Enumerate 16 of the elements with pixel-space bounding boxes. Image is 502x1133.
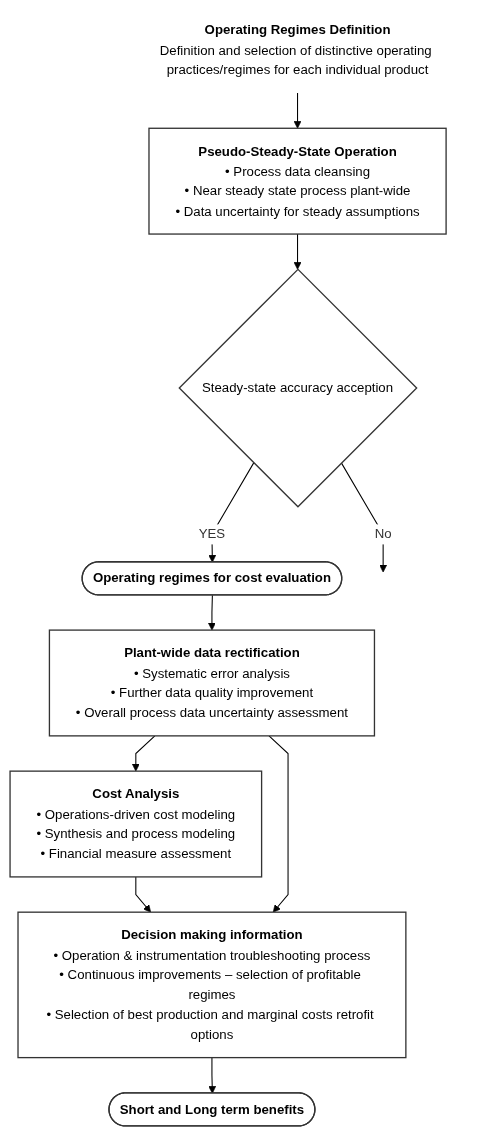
arrow: [293, 233, 302, 270]
node-diamond: Steady-state accuracy acception: [178, 268, 418, 508]
arrow: [293, 92, 302, 129]
arrow: [208, 594, 217, 631]
node-box: Plant-wide data rectification • Systematic error analysis • Further data quality improvement • Overall process data uncertainty assessment: [49, 629, 376, 737]
node-box: Pseudo-Steady-State Operation • Process data cleansing • Near steady state process plant-wide • Data uncertainty for steady assumptions: [148, 127, 447, 235]
node-box: Decision making information • Operation & instrumentation troubleshooting process • Continuous improvements – selection of profitable regimes • Selection of best production and marginal costs retrofit options: [17, 911, 407, 1059]
arrow: [208, 1057, 217, 1094]
edge-label: No: [374, 526, 392, 542]
node-text: Operating Regimes Definition Definition and selection of distinctive operating practices/regimes for each individual product: [159, 22, 432, 77]
arrow: [268, 735, 289, 913]
node-box: Cost Analysis • Operations-driven cost modeling • Synthesis and process modeling • Financial measure assessment: [9, 770, 263, 878]
arrow: [341, 462, 388, 573]
arrow: [135, 876, 152, 913]
arrow: [132, 735, 156, 772]
edge-label: YES: [198, 526, 226, 542]
